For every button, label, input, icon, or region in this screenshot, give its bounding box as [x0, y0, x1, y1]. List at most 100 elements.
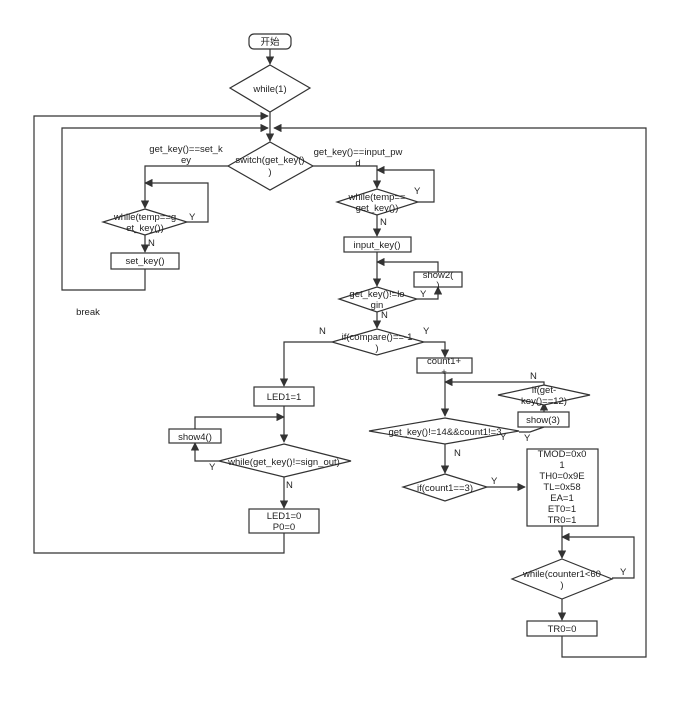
- input-key-label: input_key(): [354, 240, 401, 251]
- while-set-label-1: while(temp==g: [113, 212, 176, 223]
- node-switch: switch(get_key() ): [226, 141, 315, 191]
- node-show3: show(3): [517, 411, 570, 428]
- edges: [33, 49, 647, 658]
- count1-label-1: count1+: [427, 356, 462, 367]
- if-count1-3-label: if(count1==3): [417, 483, 473, 494]
- label-get-key-input-2: d: [355, 158, 360, 169]
- if-compare-label-2: ): [375, 343, 378, 354]
- while-input-label-1: while(temp==: [347, 192, 405, 203]
- node-show2: show2( ): [413, 270, 463, 291]
- edge-14-show3: [519, 426, 545, 433]
- node-led1-0-p0: LED1=0 P0=0: [248, 508, 320, 534]
- while-sign-out-label: while(get_key()!=sign_out): [227, 457, 340, 468]
- get-key-lo-label-2: gin: [371, 300, 384, 311]
- node-while1: while(1): [228, 64, 312, 113]
- node-while-set: while(temp==g et_key()): [100, 208, 190, 236]
- node-show4: show4(): [168, 428, 222, 444]
- while-counter-label-2: ): [560, 580, 563, 591]
- edge-labels: get_key()==set_k ey get_key()==input_pw …: [76, 144, 627, 578]
- while-input-label-2: get_key()): [356, 203, 399, 214]
- edge-while-input-loop: [376, 165, 435, 203]
- timer-line-6: ET0=1: [548, 504, 576, 515]
- edge-if12-back: [444, 377, 545, 388]
- if12-label-2: key()==12): [521, 396, 567, 407]
- while1-label: while(1): [252, 84, 286, 95]
- edge-lo-show2: [417, 286, 443, 300]
- node-while-input: while(temp== get_key()): [335, 188, 420, 216]
- label-y-counter: Y: [620, 567, 627, 578]
- node-count1-inc: count1+ +: [416, 356, 473, 378]
- switch-label-1: switch(get_key(): [235, 155, 304, 166]
- show2-label-2: ): [436, 280, 439, 291]
- edge-while-set-loop: [144, 178, 209, 223]
- timer-line-4: TL=0x58: [543, 482, 580, 493]
- edge-show2-back: [376, 257, 439, 272]
- if-compare-label-1: if(compare()==-1: [342, 332, 413, 343]
- timer-line-1: TMOD=0x0: [538, 449, 587, 460]
- label-n-while-input: N: [380, 217, 387, 228]
- led1-0-label: LED1=0: [267, 511, 302, 522]
- switch-label-2: ): [268, 167, 271, 178]
- count1-label-2: +: [441, 367, 447, 378]
- edge-tr0-loop: [273, 123, 647, 658]
- edge-signout-show4: [190, 442, 219, 462]
- edge-break-loop: [61, 123, 269, 291]
- while-counter-label-1: while(counter1<60: [522, 569, 601, 580]
- label-y-while-set: Y: [189, 212, 196, 223]
- label-get-key-set-1: get_key()==set_k: [149, 144, 223, 155]
- node-if-get-key-12: if(get- key()==12): [497, 384, 591, 407]
- label-n-14: N: [454, 448, 461, 459]
- edge-switch-while-set: [140, 165, 228, 209]
- node-input-key: input_key(): [343, 236, 412, 253]
- label-y-14: Y: [500, 432, 507, 443]
- timer-line-5: EA=1: [550, 493, 574, 504]
- node-timer-setup: TMOD=0x0 1 TH0=0x9E TL=0x58 EA=1 ET0=1 T…: [526, 448, 599, 527]
- node-if-count1-3: if(count1==3): [401, 473, 489, 502]
- label-y-sign-out: Y: [209, 462, 216, 473]
- show3-label: show(3): [526, 415, 560, 426]
- set-key-label: set_key(): [125, 256, 164, 267]
- node-while-sign-out: while(get_key()!=sign_out): [218, 443, 352, 478]
- timer-line-3: TH0=0x9E: [539, 471, 584, 482]
- edge-show4-back: [194, 412, 285, 429]
- node-tr0-0: TR0=0: [526, 620, 598, 637]
- get-key-14-label: get_key()!=14&&count1!=3: [388, 427, 501, 438]
- label-get-key-set-2: ey: [181, 155, 191, 166]
- timer-line-7: TR0=1: [548, 515, 577, 526]
- timer-line-2: 1: [559, 460, 564, 471]
- node-led1-1: LED1=1: [253, 386, 315, 407]
- while-set-label-2: et_key()): [126, 223, 163, 234]
- edge-compare-count1: [424, 341, 450, 358]
- node-get-key-14: get_key()!=14&&count1!=3: [368, 417, 520, 445]
- label-n-if12: N: [530, 371, 537, 382]
- node-while-counter: while(counter1<60 ): [510, 558, 614, 600]
- edge-switch-while-input: [313, 165, 382, 189]
- label-get-key-input-1: get_key()==input_pw: [314, 147, 403, 158]
- node-if-compare: if(compare()==-1 ): [329, 328, 427, 356]
- label-y-count3: Y: [491, 476, 498, 487]
- show2-label-1: show2(: [423, 270, 454, 281]
- get-key-lo-label-1: get_key()!=lo: [349, 289, 404, 300]
- label-y-compare: Y: [423, 326, 430, 337]
- p0-0-label: P0=0: [273, 522, 295, 533]
- label-y-while-input: Y: [414, 186, 421, 197]
- tr0-0-label: TR0=0: [548, 624, 577, 635]
- label-n-lo: N: [381, 310, 388, 321]
- node-get-key-lo: get_key()!=lo gin: [337, 286, 420, 313]
- label-n-compare: N: [319, 326, 326, 337]
- label-n-sign-out: N: [286, 480, 293, 491]
- label-y-lo: Y: [420, 289, 427, 300]
- edge-counter-loop: [561, 532, 635, 579]
- node-set-key: set_key(): [110, 252, 180, 270]
- node-start: 开始: [248, 33, 292, 50]
- edge-led0-loop: [33, 111, 285, 554]
- label-n-while-set: N: [148, 238, 155, 249]
- if12-label-1: if(get-: [532, 385, 556, 396]
- start-label: 开始: [260, 36, 280, 48]
- show4-label: show4(): [178, 432, 212, 443]
- led1-1-label: LED1=1: [267, 392, 302, 403]
- edge-compare-led1: [279, 341, 332, 387]
- label-break: break: [76, 307, 100, 318]
- label-y-if12: Y: [524, 433, 531, 444]
